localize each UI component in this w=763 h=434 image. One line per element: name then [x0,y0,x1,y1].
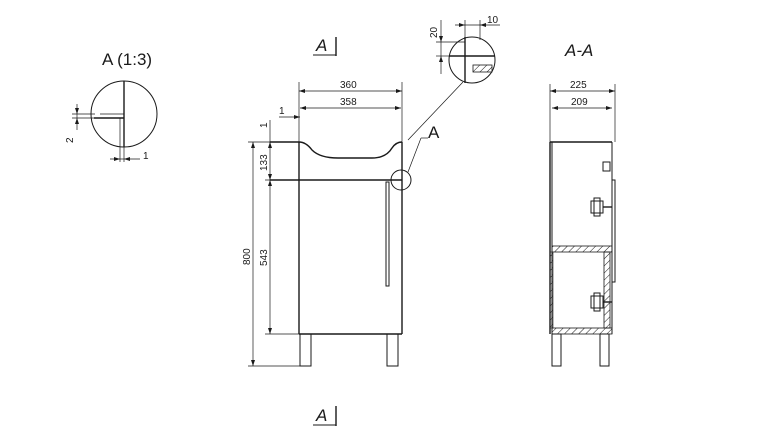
zoom-detail: 20 10 [429,15,500,84]
dim-section-inner-depth: 209 [571,97,588,108]
section-title: A-A [564,41,593,60]
door-handle [385,181,390,287]
right-leg [386,333,399,367]
detail-title: A (1:3) [102,50,152,69]
detail-callout-label: A [428,123,440,142]
detail-a-view: A (1:3) 2 1 [65,50,158,162]
zoom-circle [448,36,496,84]
section-rear-leg [551,333,562,367]
section-marker-top: A [313,36,337,56]
section-fitting [602,161,611,172]
lower-hinge [590,292,612,312]
section-bottom-panel [551,327,613,335]
svg-text:A: A [315,406,327,425]
section-marker-bottom: A [313,406,337,426]
dim-basin-height: 133 [259,154,270,171]
dim-top-width: 360 [340,80,357,91]
left-leg [299,333,312,367]
section-front-leg [599,333,610,367]
svg-text:A: A [315,36,327,55]
detail-callout-circle [390,169,412,191]
dim-zoom-height: 20 [429,26,440,38]
front-view: 360 358 1 800 133 [242,80,464,367]
section-view: A-A 225 209 [549,41,616,367]
upper-hinge [590,197,612,217]
dim-section-depth: 225 [570,80,587,91]
dim-total-height: 800 [242,248,253,265]
dim-detail-offset: 1 [143,151,149,162]
dim-zoom-width: 10 [487,15,499,26]
dim-edge-offset: 1 [279,106,285,117]
section-front-strip [603,251,611,329]
basin-profile [270,141,403,159]
dim-door-height: 543 [259,249,270,266]
section-shelf [551,245,613,253]
dim-detail-gap: 2 [65,137,76,143]
dim-top-lip: 1 [259,122,270,128]
dim-inner-width: 358 [340,97,357,108]
zoom-hatch [472,64,493,73]
